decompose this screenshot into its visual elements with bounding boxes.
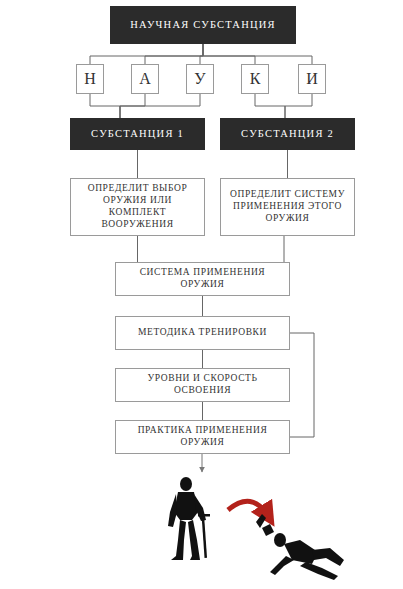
process-box: ПРАКТИКА ПРИМЕНЕНИЯ ОРУЖИЯ <box>115 420 290 454</box>
connector-line <box>284 236 285 262</box>
root-box: НАУЧНАЯ СУБСТАНЦИЯ <box>110 6 296 44</box>
letter-box: И <box>298 64 326 94</box>
connector-line <box>120 94 200 118</box>
connector-line <box>137 150 138 178</box>
strike-arrow <box>228 501 268 516</box>
letter-box: К <box>241 64 269 94</box>
standing-knight <box>168 477 210 560</box>
fallen-knight <box>256 514 344 580</box>
connector-line <box>90 44 203 64</box>
connector-line <box>287 150 288 178</box>
process-box: МЕТОДИКА ТРЕНИРОВКИ <box>115 316 290 350</box>
node-label: УРОВНИ И СКОРОСТЬ ОСВОЕНИЯ <box>122 373 283 397</box>
substance-box: СУБСТАНЦИЯ 2 <box>220 118 355 150</box>
connector-line <box>203 44 255 64</box>
letter-box: Н <box>76 64 104 94</box>
substance-box: СУБСТАНЦИЯ 1 <box>70 118 205 150</box>
node-label: МЕТОДИКА ТРЕНИРОВКИ <box>138 327 267 339</box>
node-label: НАУЧНАЯ СУБСТАНЦИЯ <box>130 18 275 31</box>
process-box: СИСТЕМА ПРИМЕНЕНИЯ ОРУЖИЯ <box>115 262 290 296</box>
connector-line <box>290 333 314 437</box>
result-arrow <box>202 454 203 472</box>
connector-line <box>202 296 203 316</box>
process-box: ОПРЕДЕЛИТ СИСТЕМУ ПРИМЕНЕНИЯ ЭТОГО ОРУЖИ… <box>220 178 355 236</box>
process-box: ОПРЕДЕЛИТ ВЫБОР ОРУЖИЯ ИЛИ КОМПЛЕКТ ВООР… <box>70 178 205 236</box>
node-label: Н <box>84 69 96 89</box>
connector-line <box>285 94 312 118</box>
connector-line <box>137 236 138 262</box>
letter-box: А <box>131 64 159 94</box>
connector-line <box>203 44 312 64</box>
node-label: ОПРЕДЕЛИТ ВЫБОР ОРУЖИЯ ИЛИ КОМПЛЕКТ ВООР… <box>77 183 198 231</box>
process-box: УРОВНИ И СКОРОСТЬ ОСВОЕНИЯ <box>115 368 290 402</box>
node-label: И <box>306 69 318 89</box>
connector-line <box>255 94 285 118</box>
connector-line <box>145 44 203 64</box>
connector-line <box>90 94 120 118</box>
node-label: СИСТЕМА ПРИМЕНЕНИЯ ОРУЖИЯ <box>122 267 283 291</box>
node-label: А <box>139 69 151 89</box>
node-label: СУБСТАНЦИЯ 2 <box>241 127 334 140</box>
letter-box: У <box>186 64 214 94</box>
connector-line <box>202 402 203 420</box>
node-label: К <box>250 69 261 89</box>
node-label: ОПРЕДЕЛИТ СИСТЕМУ ПРИМЕНЕНИЯ ЭТОГО ОРУЖИ… <box>227 189 348 225</box>
connector-line <box>202 350 203 368</box>
node-label: ПРАКТИКА ПРИМЕНЕНИЯ ОРУЖИЯ <box>122 425 283 449</box>
node-label: СУБСТАНЦИЯ 1 <box>91 127 184 140</box>
node-label: У <box>194 69 205 89</box>
